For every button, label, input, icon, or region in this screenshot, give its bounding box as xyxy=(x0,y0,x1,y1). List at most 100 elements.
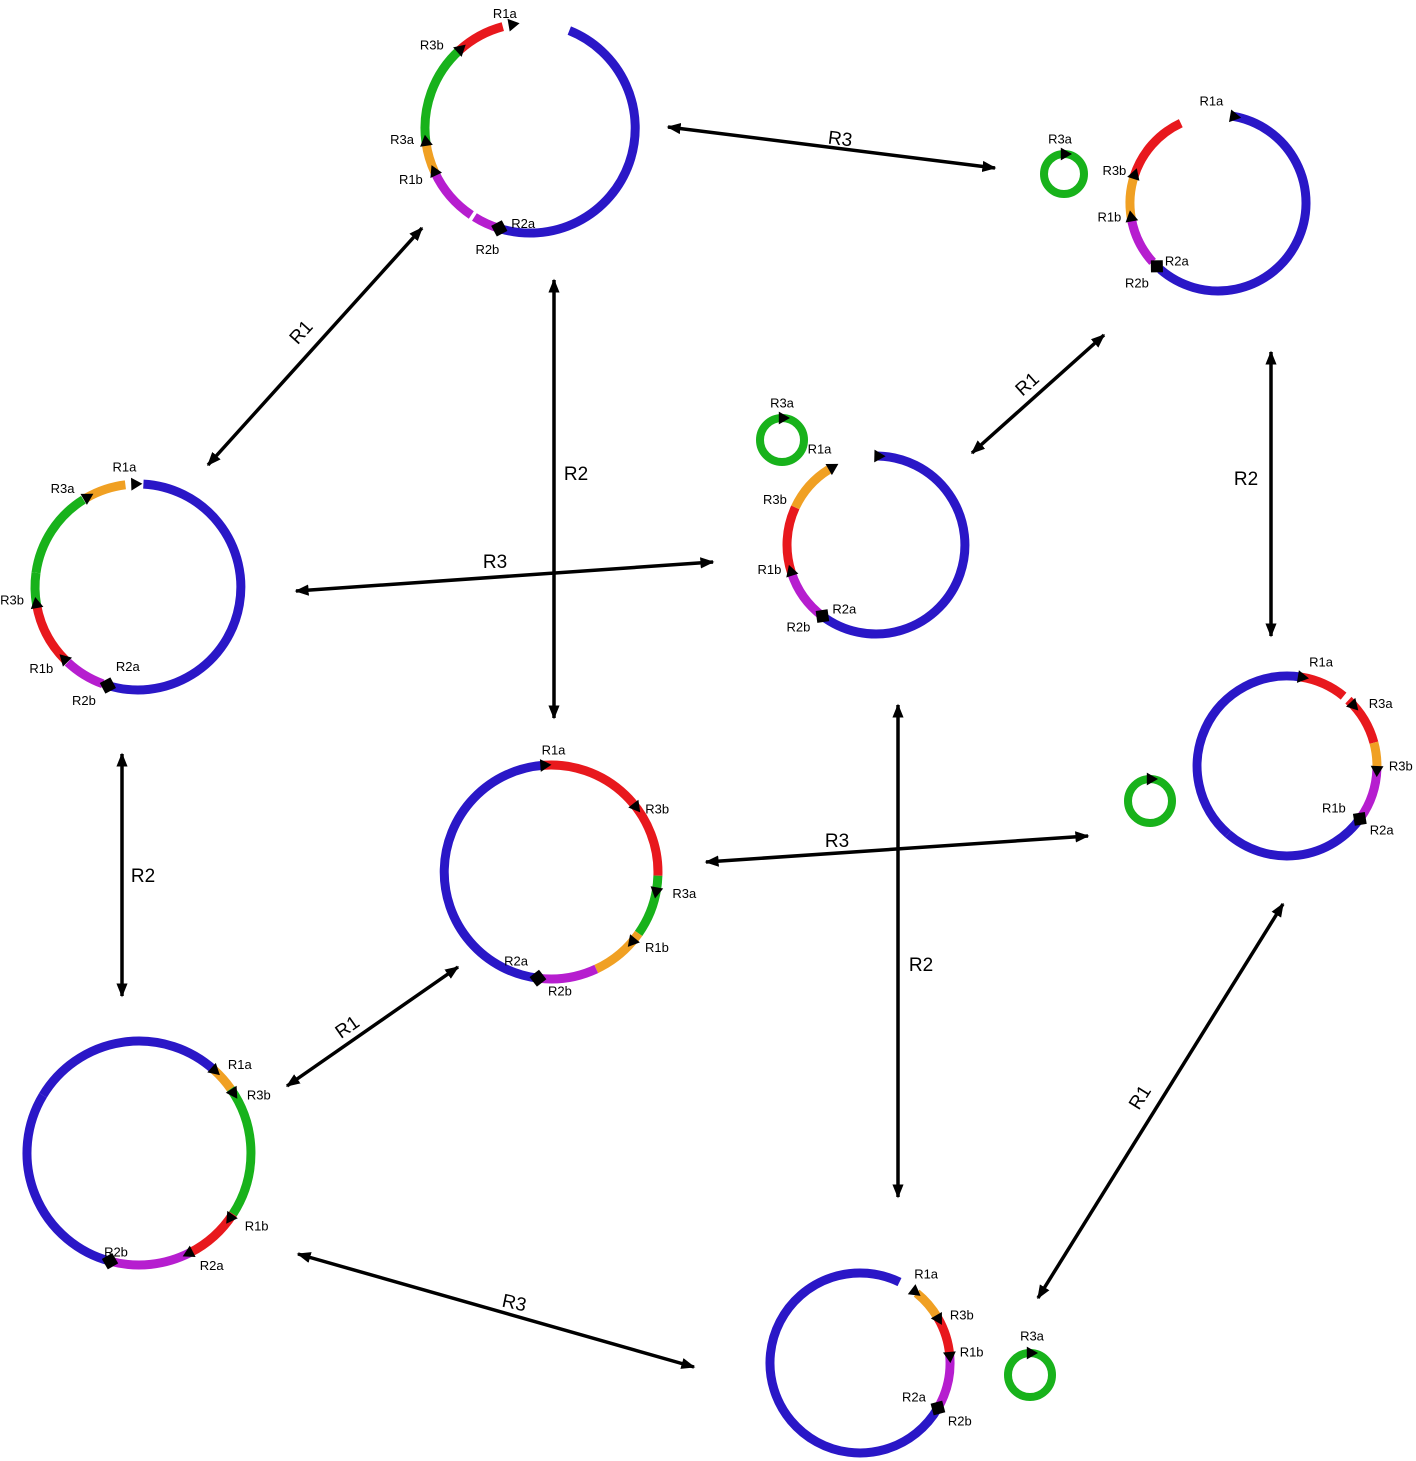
triangle-marker-icon xyxy=(539,759,552,772)
triangle-marker-icon xyxy=(430,165,442,178)
edge-label: R2 xyxy=(564,464,588,485)
edge-label: R3 xyxy=(500,1291,528,1317)
site-label: R2b xyxy=(104,1245,128,1260)
transition-s6_s8: R3 xyxy=(296,1252,696,1369)
site-label: R1b xyxy=(960,1345,984,1360)
diamond-marker-icon xyxy=(491,220,508,237)
triangle-marker-icon xyxy=(943,1351,956,1364)
site-label: R2a xyxy=(504,954,529,969)
transition-s1_s2: R3 xyxy=(666,123,997,172)
plasmid-segment xyxy=(819,451,970,639)
plasmid-segment xyxy=(31,495,86,574)
plasmid-segment xyxy=(543,760,663,876)
plasmid-segment xyxy=(226,1086,256,1217)
plasmid-segment xyxy=(84,480,127,502)
excised-circle: R3a xyxy=(1040,131,1088,198)
site-label: R2a xyxy=(1370,822,1395,837)
site-label: R1a xyxy=(542,743,567,758)
plasmid-states: R1aR3bR3aR1bR2aR2bR1aR3bR1bR2aR2bR3aR1aR… xyxy=(0,6,1413,1458)
excised-circle xyxy=(1124,772,1176,827)
triangle-marker-icon xyxy=(786,564,799,578)
triangle-marker-icon xyxy=(1346,697,1359,711)
diamond-marker-icon xyxy=(529,969,547,987)
triangle-marker-icon xyxy=(907,1284,921,1296)
site-label: R2a xyxy=(1165,254,1190,269)
double-arrow xyxy=(666,123,997,172)
plasmid-segment xyxy=(64,658,105,689)
site-label: R3b xyxy=(645,802,669,817)
triangle-marker-icon xyxy=(225,1085,238,1099)
excised-ring xyxy=(1040,150,1088,198)
site-label: R1b xyxy=(1097,210,1121,225)
triangle-marker-icon xyxy=(1060,147,1072,161)
site-label: R1b xyxy=(1322,800,1346,815)
triangle-marker-icon xyxy=(1026,1346,1038,1360)
double-arrow xyxy=(1036,902,1285,1300)
excised-ring xyxy=(1124,775,1176,827)
site-label: R2b xyxy=(475,242,499,257)
triangle-marker-icon xyxy=(80,493,94,505)
site-label: R2b xyxy=(72,693,96,708)
site-label: R3b xyxy=(1389,759,1413,774)
plasmid-segment xyxy=(439,760,544,983)
edge-label: R2 xyxy=(1234,469,1258,490)
transition-s5_s6: R1 xyxy=(285,965,460,1088)
transition-s2_s4: R1 xyxy=(970,333,1106,455)
site-label: R1a xyxy=(112,460,137,475)
site-label: R3a xyxy=(1369,696,1394,711)
transition-s1_s5: R2 xyxy=(548,278,588,720)
diamond-marker-icon xyxy=(815,609,830,623)
transition-s1_s3: R1 xyxy=(206,226,424,467)
site-label: R1b xyxy=(245,1219,269,1234)
edge-label: R1 xyxy=(286,317,318,349)
triangle-marker-icon xyxy=(507,18,520,32)
plasmid-segment xyxy=(782,505,800,574)
edge-label: R1 xyxy=(1125,1082,1156,1114)
site-label: R3b xyxy=(950,1307,974,1322)
site-label: R1a xyxy=(1199,94,1224,109)
site-label: R1b xyxy=(29,661,53,676)
plasmid-segment xyxy=(456,22,505,54)
triangle-marker-icon xyxy=(1125,210,1139,223)
site-label: R1b xyxy=(758,562,782,577)
site-label: R2b xyxy=(1125,276,1149,291)
site-label: R2a xyxy=(832,602,857,617)
excised-ring xyxy=(1004,1349,1056,1401)
triangle-marker-icon xyxy=(650,886,664,899)
double-arrow xyxy=(294,557,715,596)
triangle-marker-icon xyxy=(182,1245,196,1257)
transition-s2_s7: R2 xyxy=(1234,350,1277,638)
excised-label: R3a xyxy=(770,395,795,410)
plasmid-segment xyxy=(1369,741,1382,770)
plasmid-segment xyxy=(1126,217,1157,265)
plasmid-segment xyxy=(634,875,663,936)
plasmid-segment xyxy=(765,1268,942,1458)
plasmid-segment xyxy=(430,170,474,219)
excised-label: R3a xyxy=(1020,1328,1045,1343)
triangle-marker-icon xyxy=(1146,772,1158,786)
site-label: R1a xyxy=(808,441,833,456)
site-label: R2b xyxy=(948,1413,972,1428)
triangle-marker-icon xyxy=(825,463,839,476)
site-label: R2a xyxy=(902,1389,927,1404)
site-label: R1a xyxy=(914,1267,939,1282)
plasmid-segment xyxy=(933,1354,955,1411)
edge-label: R2 xyxy=(131,866,155,887)
site-label: R2a xyxy=(511,216,536,231)
transition-s7_s8: R1 xyxy=(1036,902,1285,1300)
excised-label: R3a xyxy=(1048,131,1073,146)
plasmid-segment xyxy=(106,479,246,695)
plasmid-segment xyxy=(791,465,832,510)
triangle-marker-icon xyxy=(1127,168,1140,181)
site-label: R3b xyxy=(420,37,444,52)
triangle-marker-icon xyxy=(207,1062,220,1076)
excised-ring xyxy=(756,414,808,466)
